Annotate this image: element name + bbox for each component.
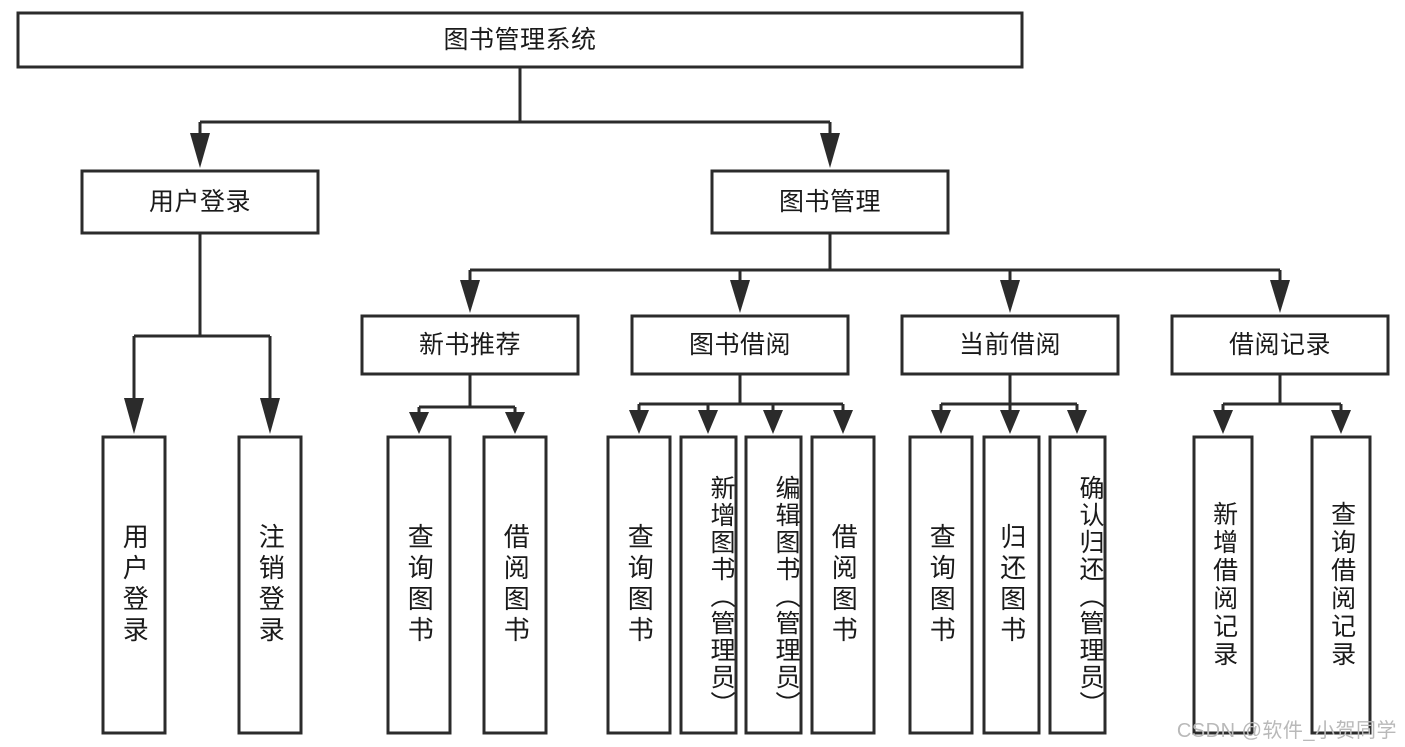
node-box-new-book-recommend[interactable] [360, 314, 580, 376]
arrow-to-leaf-user-login [124, 398, 144, 434]
node-box-leaf-add-book[interactable] [679, 435, 738, 735]
arrow-to-leaf-query-borrow-record [1331, 410, 1351, 434]
arrow-to-book-manage [820, 133, 840, 168]
node-box-leaf-borrow-book[interactable] [810, 435, 876, 735]
node-box-leaf-return-book[interactable] [982, 435, 1041, 735]
node-box-book-manage[interactable] [710, 169, 950, 235]
arrow-to-leaf-edit-book [763, 410, 783, 434]
arrow-to-leaf-confirm-return [1067, 410, 1087, 434]
node-box-leaf-add-borrow-record[interactable] [1192, 435, 1254, 735]
node-box-root[interactable] [16, 11, 1024, 69]
connector-group-root-to-level2 [190, 67, 840, 168]
node-box-leaf-borrow-book-recommend[interactable] [482, 435, 548, 735]
connector-group-new-book-recommend-to-leaves [409, 374, 525, 434]
arrow-to-leaf-borrow-book [833, 410, 853, 434]
arrow-to-leaf-logout [260, 398, 280, 434]
connector-group-book-manage-to-level3 [460, 233, 1290, 313]
arrow-to-leaf-add-borrow-record [1213, 410, 1233, 434]
node-box-leaf-query-book-recommend[interactable] [386, 435, 452, 735]
connector-group-book-borrow-to-leaves [629, 374, 853, 434]
arrow-to-user-login [190, 133, 210, 168]
connector-group-borrow-record-to-leaves [1213, 374, 1351, 434]
arrow-to-leaf-add-book [698, 410, 718, 434]
arrow-to-borrow-record [1270, 280, 1290, 313]
node-box-leaf-query-borrow-record[interactable] [1310, 435, 1372, 735]
node-box-leaf-confirm-return[interactable] [1048, 435, 1107, 735]
arrow-to-current-borrow [1000, 280, 1020, 313]
connector-group-user-login-to-leaves [124, 233, 280, 434]
node-box-leaf-user-login[interactable] [101, 435, 167, 735]
node-box-leaf-logout[interactable] [237, 435, 303, 735]
arrow-to-leaf-query-book-borrow [629, 410, 649, 434]
arrow-to-new-book-recommend [460, 280, 480, 313]
watermark-text: CSDN @软件_小贺同学 [1176, 720, 1397, 742]
arrow-to-leaf-return-book [1000, 410, 1020, 434]
node-box-book-borrow[interactable] [630, 314, 850, 376]
node-box-leaf-edit-book[interactable] [744, 435, 803, 735]
arrow-to-leaf-borrow-book-recommend [505, 412, 525, 434]
node-box-leaf-query-book-borrow[interactable] [606, 435, 672, 735]
node-box-borrow-record[interactable] [1170, 314, 1390, 376]
arrow-to-leaf-query-book-current [931, 410, 951, 434]
node-box-leaf-query-book-current[interactable] [908, 435, 974, 735]
arrow-to-leaf-query-book-recommend [409, 412, 429, 434]
arrow-to-book-borrow [730, 280, 750, 313]
node-box-user-login[interactable] [80, 169, 320, 235]
node-box-current-borrow[interactable] [900, 314, 1120, 376]
connector-group-current-borrow-to-leaves [931, 374, 1087, 434]
